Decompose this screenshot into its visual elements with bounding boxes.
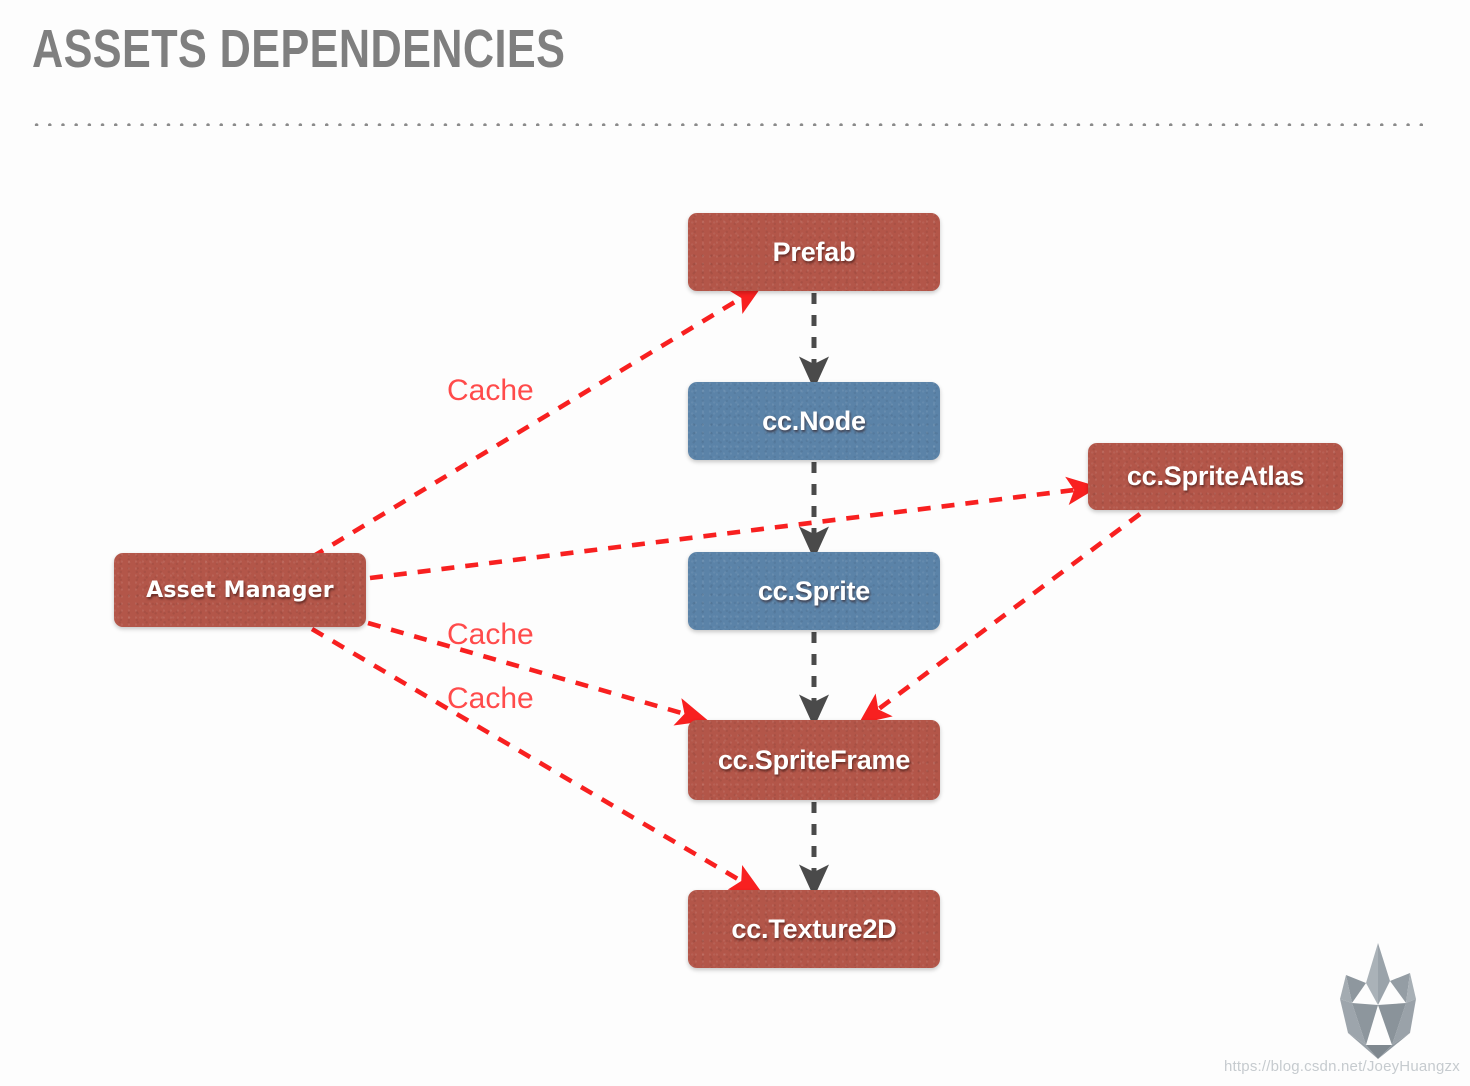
edge-assetmanager-to-cctexture2d: [310, 627, 763, 894]
cocos-creator-logo: [1340, 943, 1416, 1059]
node-cc-texture2d[interactable]: cc.Texture2D: [688, 890, 940, 968]
watermark-text: https://blog.csdn.net/JoeyHuangzx: [1224, 1058, 1460, 1075]
node-label: Asset Manager: [146, 577, 334, 603]
node-label: cc.Texture2D: [731, 913, 897, 944]
node-label: Prefab: [772, 236, 856, 267]
edge-label-cache-prefab: Cache: [447, 374, 534, 407]
node-cc-node[interactable]: cc.Node: [688, 382, 940, 460]
node-cc-sprite[interactable]: cc.Sprite: [688, 552, 940, 630]
node-asset-manager[interactable]: Asset Manager: [114, 553, 366, 627]
node-label: cc.SpriteAtlas: [1126, 461, 1305, 491]
header-divider: [30, 120, 1430, 126]
node-label: cc.Sprite: [757, 575, 871, 606]
edge-label-cache-texture2d: Cache: [447, 682, 534, 715]
node-label: cc.SpriteFrame: [717, 744, 911, 775]
edge-ccspriteatlas-to-ccspriteframe: [858, 512, 1142, 725]
node-prefab[interactable]: Prefab: [688, 213, 940, 291]
edge-assetmanager-to-prefab: [310, 285, 763, 559]
edge-label-cache-spriteframe: Cache: [447, 618, 534, 651]
node-label: cc.Node: [762, 405, 866, 436]
node-cc-spriteframe[interactable]: cc.SpriteFrame: [688, 720, 940, 800]
node-cc-spriteatlas[interactable]: cc.SpriteAtlas: [1088, 443, 1343, 510]
page-title: ASSETS DEPENDENCIES: [32, 19, 566, 79]
edge-assetmanager-to-ccspriteframe: [367, 620, 709, 726]
